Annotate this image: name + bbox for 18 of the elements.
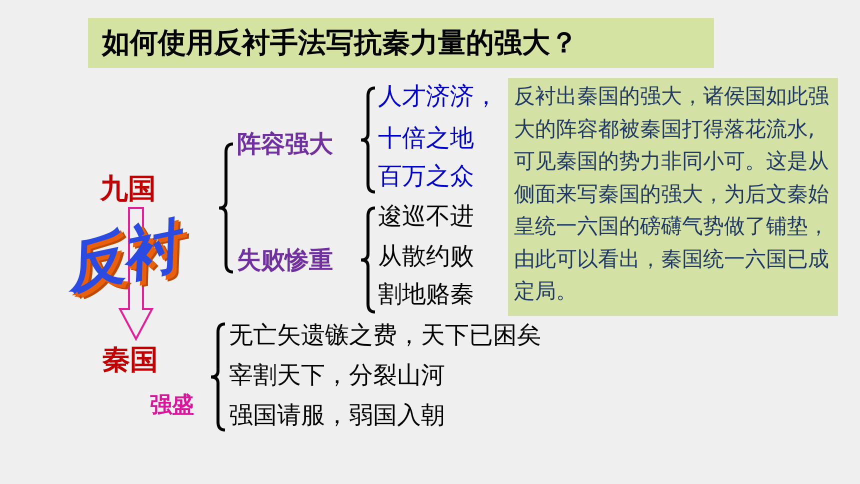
text-line: 人才济济，	[378, 82, 498, 111]
text-line: 强国请服，弱国入朝	[229, 401, 445, 430]
node-label: 九国	[100, 172, 156, 206]
text-line: 宰割天下，分裂山河	[229, 361, 445, 390]
category-label: 失败惨重	[237, 246, 333, 275]
text-line: 逡巡不进	[378, 202, 474, 231]
side-label: 强盛	[150, 392, 194, 420]
text-box: 反衬出秦国的强大，诸侯国如此强大的阵容都被秦国打得落花流水,可见秦国的势力非同小可。这是从侧面来写秦国的强大，为后文秦始皇统一六国的磅礴气势做了铺垫，由此可以看出，秦国统一六国已成定局。	[508, 78, 838, 316]
title: 如何使用反衬手法写抗秦力量的强大？	[88, 18, 714, 68]
category-label: 阵容强大	[237, 130, 333, 159]
text-line: 割地赂秦	[378, 280, 474, 309]
hollow-arrow	[118, 207, 154, 342]
text-line: 从散约败	[378, 242, 474, 271]
text-line: 无亡矢遗镞之费，天下已困矣	[229, 321, 541, 350]
text-line: 十倍之地	[378, 124, 474, 153]
text-line: 百万之众	[378, 162, 474, 191]
decorative-text: 反衬	[58, 210, 186, 303]
node-label: 秦国	[102, 343, 158, 377]
